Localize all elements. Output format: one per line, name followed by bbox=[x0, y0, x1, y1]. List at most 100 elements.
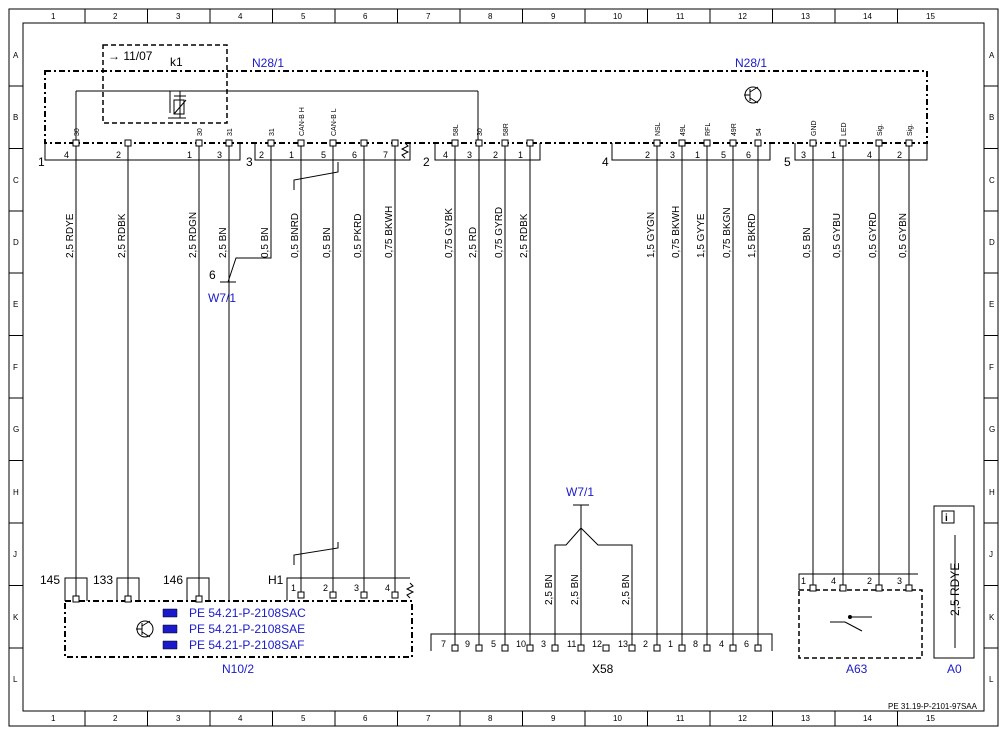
top-pin-number: 6 bbox=[352, 150, 357, 160]
h1-label: H1 bbox=[268, 573, 284, 587]
top-pin-number: 3 bbox=[217, 150, 222, 160]
top-pin-terminal bbox=[526, 139, 534, 147]
column-label-top: 9 bbox=[551, 12, 556, 21]
column-label-top: 11 bbox=[676, 12, 685, 21]
a63-pin-terminal bbox=[809, 584, 817, 592]
top-pin-terminal bbox=[72, 139, 80, 147]
w71-wire-label: 2,5 BN bbox=[621, 574, 632, 605]
row-label-right: E bbox=[989, 300, 994, 309]
top-pin-terminal bbox=[360, 139, 368, 147]
x58-pin-terminal bbox=[577, 644, 585, 652]
row-label-left: D bbox=[13, 238, 19, 247]
column-label-top: 10 bbox=[613, 12, 622, 21]
top-pin-signal: GND bbox=[811, 120, 818, 136]
top-pin-terminal bbox=[653, 139, 661, 147]
wire-label: 2,5 RDBK bbox=[519, 213, 530, 258]
wire-label: 0,75 BKWH bbox=[384, 206, 395, 258]
a0-label: A0 bbox=[947, 662, 962, 676]
column-label-bottom: 15 bbox=[926, 714, 935, 723]
x58-pin-number: 7 bbox=[441, 639, 446, 649]
x58-pin-terminal bbox=[703, 644, 711, 652]
top-pin-signal: NSL bbox=[655, 122, 662, 136]
row-label-left: C bbox=[13, 176, 19, 185]
row-label-right: K bbox=[989, 613, 995, 622]
h1-pin-number: 1 bbox=[291, 583, 296, 593]
w71-label-top: W7/1 bbox=[208, 291, 236, 305]
a63-connector bbox=[798, 573, 918, 590]
row-label-left: H bbox=[13, 488, 19, 497]
n10-pin-terminal bbox=[72, 595, 80, 603]
x58-pin-terminal bbox=[628, 644, 636, 652]
column-label-top: 4 bbox=[238, 12, 243, 21]
top-pin-number: 2 bbox=[897, 150, 902, 160]
column-label-top: 13 bbox=[801, 12, 810, 21]
x58-pin-number: 11 bbox=[567, 639, 576, 649]
top-pin-number: 7 bbox=[383, 150, 388, 160]
top-pin-signal: Sig. bbox=[877, 124, 884, 136]
wire-label: 0,5 GYBN bbox=[898, 213, 909, 258]
row-label-right: A bbox=[989, 51, 995, 60]
top-pin-signal: RFL bbox=[705, 123, 712, 136]
top-pin-number: 1 bbox=[831, 150, 836, 160]
column-label-bottom: 8 bbox=[488, 714, 493, 723]
row-label-left: F bbox=[13, 363, 18, 372]
a63-pin-number: 1 bbox=[801, 576, 806, 586]
x58-pin-terminal bbox=[729, 644, 737, 652]
row-label-right: L bbox=[989, 675, 994, 684]
top-pin-terminal bbox=[501, 139, 509, 147]
top-pin-terminal bbox=[225, 139, 233, 147]
x58-pin-terminal bbox=[451, 644, 459, 652]
n10-pin-133: 133 bbox=[93, 573, 113, 587]
a63-pin-terminal bbox=[905, 584, 913, 592]
a63-module-box bbox=[798, 589, 923, 659]
h1-pin-terminal bbox=[391, 591, 399, 599]
column-label-top: 1 bbox=[51, 12, 56, 21]
top-pin-signal: 58R bbox=[503, 123, 510, 136]
top-pin-number: 3 bbox=[467, 150, 472, 160]
top-pin-signal: 58L bbox=[453, 124, 460, 136]
hand-pointer-icon bbox=[162, 624, 178, 634]
row-label-left: J bbox=[13, 550, 17, 559]
connector-3-label: 3 bbox=[246, 155, 253, 169]
column-label-top: 8 bbox=[488, 12, 493, 21]
pe-reference: PE 54.21-P-2108SAF bbox=[162, 638, 304, 652]
top-pin-number: 2 bbox=[493, 150, 498, 160]
k1-label: k1 bbox=[170, 55, 183, 69]
top-pin-number: 3 bbox=[801, 150, 806, 160]
a0-wire-label: 2,5 RDYE bbox=[948, 563, 962, 616]
a63-pin-terminal bbox=[875, 584, 883, 592]
hand-pointer-icon bbox=[162, 608, 178, 618]
column-label-bottom: 11 bbox=[676, 714, 685, 723]
connector-1-label: 1 bbox=[38, 155, 45, 169]
column-label-top: 7 bbox=[426, 12, 431, 21]
n28-label-right: N28/1 bbox=[735, 56, 767, 70]
svg-text:i: i bbox=[945, 513, 948, 524]
wire-label: 0,5 GYRD bbox=[868, 212, 879, 258]
zigzag-mark bbox=[405, 582, 415, 599]
top-pin-number: 5 bbox=[321, 150, 326, 160]
top-pin-terminal bbox=[729, 139, 737, 147]
x58-pin-number: 2 bbox=[643, 639, 648, 649]
a63-pin-number: 3 bbox=[897, 576, 902, 586]
x58-pin-number: 8 bbox=[693, 639, 698, 649]
top-pin-signal: 30 bbox=[197, 128, 204, 136]
top-pin-signal: 31 bbox=[227, 128, 234, 136]
connector-2-label: 2 bbox=[423, 155, 430, 169]
top-pin-number: 6 bbox=[746, 150, 751, 160]
column-label-top: 12 bbox=[738, 12, 747, 21]
column-label-bottom: 4 bbox=[238, 714, 243, 723]
wire-label: 1,5 GYGN bbox=[646, 212, 657, 258]
w71-splice: W7/1 bbox=[554, 485, 633, 645]
top-pin-number: 5 bbox=[721, 150, 726, 160]
column-label-bottom: 9 bbox=[551, 714, 556, 723]
x58-pin-terminal bbox=[501, 644, 509, 652]
a63-pin-number: 2 bbox=[867, 576, 872, 586]
connector-5-label: 5 bbox=[784, 155, 791, 169]
hand-pointer-icon bbox=[162, 640, 178, 650]
top-pin-number: 2 bbox=[116, 150, 121, 160]
a0-box bbox=[933, 505, 975, 659]
